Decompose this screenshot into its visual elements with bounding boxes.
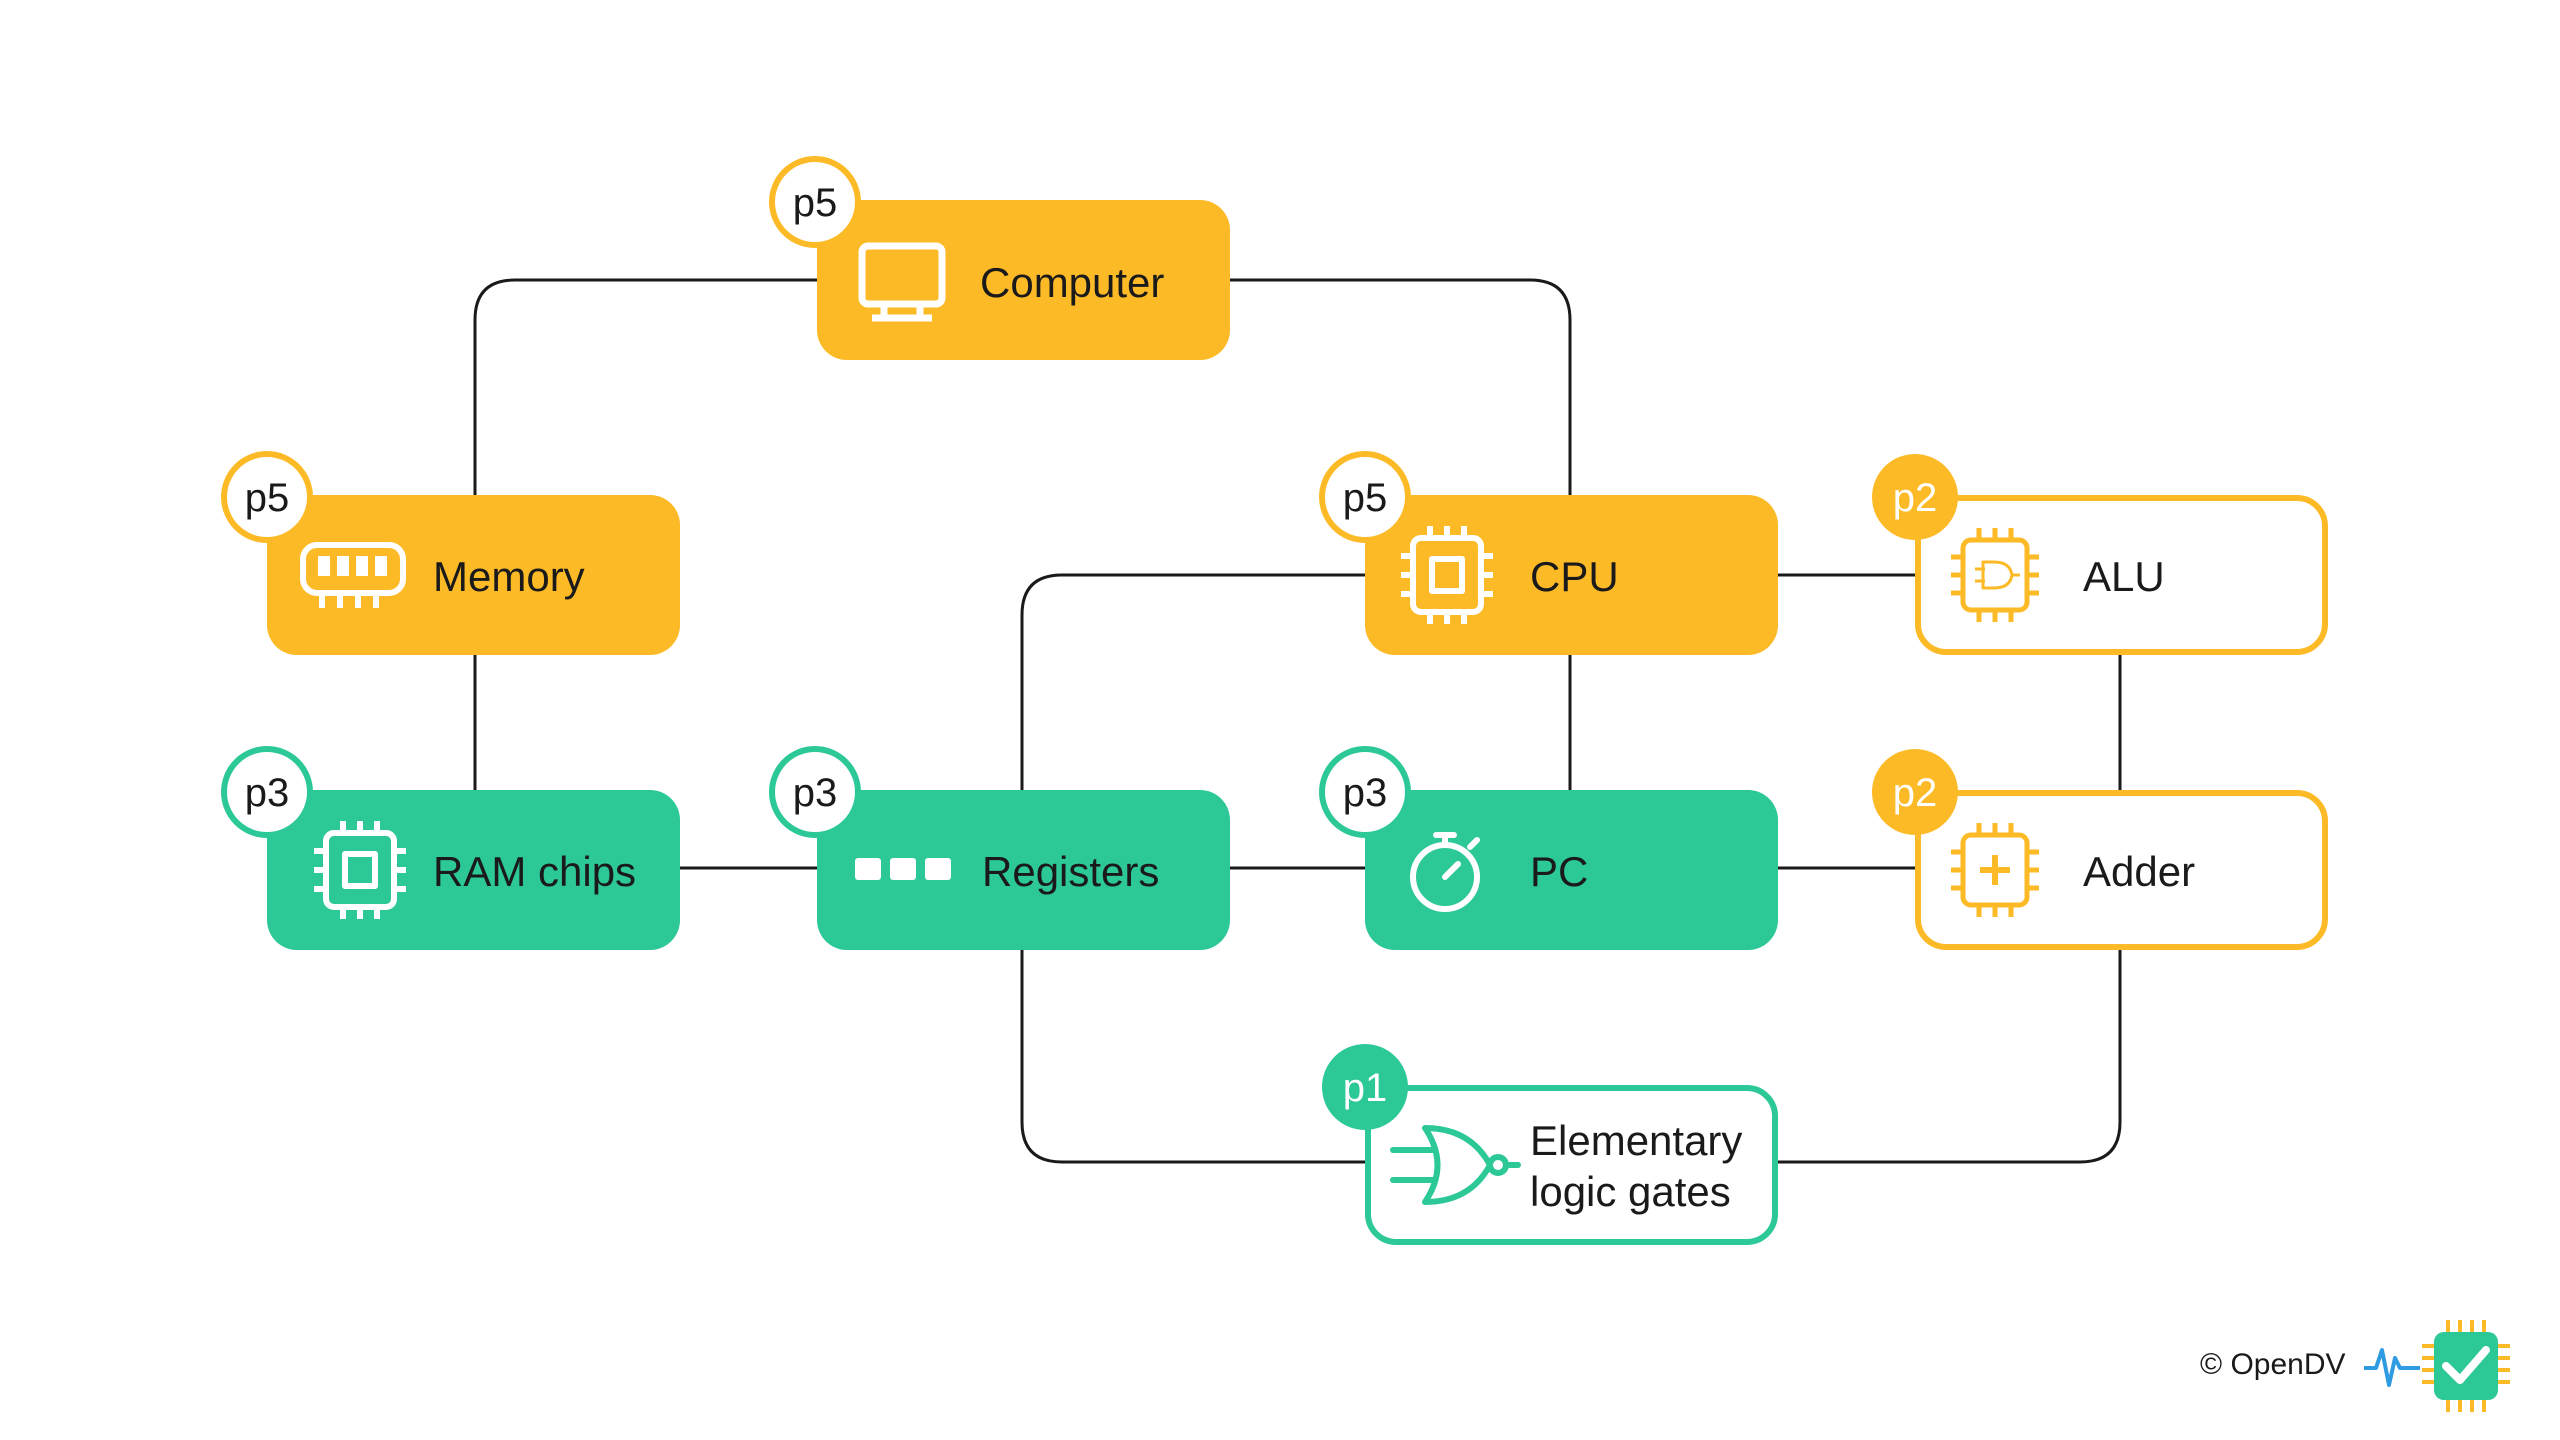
badge-label: p5: [1343, 476, 1388, 520]
node-cpu[interactable]: CPU p5: [1319, 451, 1778, 655]
badge-label: p3: [245, 771, 290, 815]
connectors: [473, 278, 2122, 1164]
badge-label: p3: [1343, 771, 1388, 815]
footer: © OpenDV: [2200, 1310, 2522, 1420]
chip-plus-icon: [1951, 823, 2039, 917]
badge: p3: [1319, 746, 1411, 838]
badge: p5: [221, 451, 313, 543]
node-label: Registers: [982, 848, 1159, 895]
badge: p5: [1319, 451, 1411, 543]
badge: p1: [1322, 1044, 1408, 1130]
check-chip-icon: [2421, 1320, 2510, 1412]
opendv-logo: [2363, 1320, 2510, 1412]
connector-adder-gates: [1775, 948, 2122, 1164]
node-registers[interactable]: Registers p3: [769, 746, 1230, 950]
badge-label: p3: [793, 771, 838, 815]
node-label: PC: [1530, 848, 1588, 895]
node-memory[interactable]: Memory p5: [221, 451, 680, 655]
node-label: CPU: [1530, 553, 1619, 600]
chip-icon: [1401, 526, 1493, 624]
node-label-line1: Elementary: [1530, 1117, 1742, 1164]
waveform-icon: [2363, 1348, 2420, 1387]
badge-label: p2: [1893, 771, 1938, 815]
chip-gate-icon: [1951, 528, 2039, 622]
stopwatch-icon: [1410, 832, 1480, 912]
memory-module-icon: [300, 542, 406, 608]
badge: p2: [1872, 749, 1958, 835]
node-label: Memory: [433, 553, 585, 600]
register-blocks-icon: [855, 858, 951, 880]
badge-label: p2: [1893, 476, 1938, 520]
badge-label: p1: [1343, 1066, 1388, 1110]
node-computer[interactable]: Computer p5: [769, 156, 1230, 360]
node-label: Computer: [980, 259, 1164, 306]
connector-registers-gates: [1020, 948, 1365, 1164]
node-label: ALU: [2083, 553, 2165, 600]
node-pc[interactable]: PC p3: [1319, 746, 1778, 950]
node-ram-chips[interactable]: RAM chips p3: [221, 746, 680, 950]
node-adder[interactable]: Adder p2: [1872, 749, 2328, 950]
node-alu[interactable]: ALU p2: [1872, 454, 2328, 655]
badge-label: p5: [793, 181, 838, 225]
connector-cpu-registers: [1020, 573, 1365, 790]
node-label: RAM chips: [433, 848, 636, 895]
badge-label: p5: [245, 476, 290, 520]
badge: p2: [1872, 454, 1958, 540]
monitor-icon: [858, 242, 946, 322]
connector-computer-memory: [473, 278, 820, 495]
node-label-line2: logic gates: [1530, 1168, 1731, 1215]
node-label: Adder: [2083, 848, 2195, 895]
badge: p3: [221, 746, 313, 838]
badge: p3: [769, 746, 861, 838]
chip-icon: [314, 821, 406, 919]
nor-gate-icon: [1390, 1125, 1521, 1205]
copyright-text: © OpenDV: [2200, 1348, 2346, 1381]
connector-computer-cpu: [1230, 278, 1572, 495]
badge: p5: [769, 156, 861, 248]
node-logic-gates[interactable]: Elementary logic gates p1: [1322, 1044, 1778, 1245]
